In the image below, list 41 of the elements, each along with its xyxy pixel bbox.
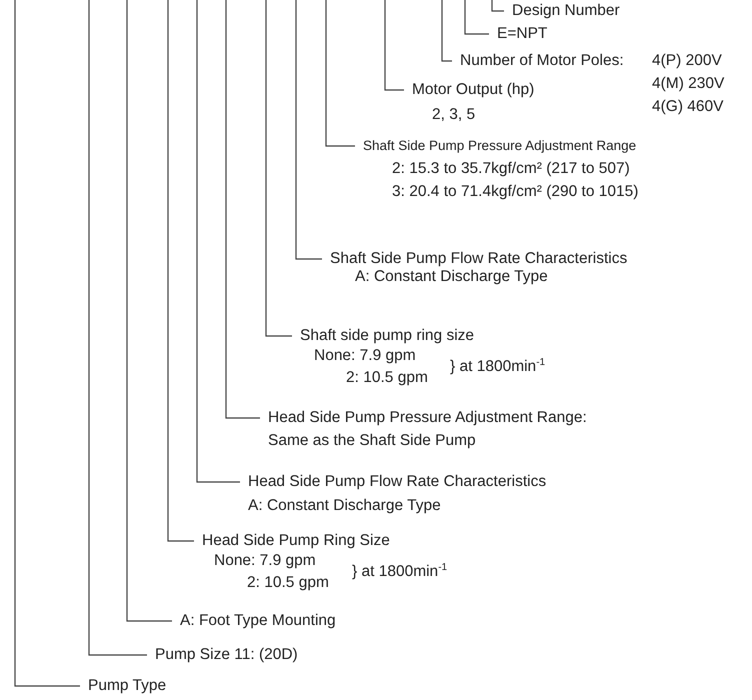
leader-line xyxy=(14,0,80,687)
callout-detail: } at 1800min$^{-1}$ xyxy=(450,357,546,377)
leader-line xyxy=(441,0,452,62)
callout-detail: 3: 20.4 to 71.4kgf/cm² (290 to 1015) xyxy=(392,182,638,202)
callout-heading: Head Side Pump Flow Rate Characteristics xyxy=(248,472,546,492)
leader-line xyxy=(265,0,292,337)
callout-detail: None: 7.9 gpm xyxy=(314,346,416,366)
callout-detail: None: 7.9 gpm xyxy=(214,551,316,571)
callout-detail: } at 1800min$^{-1}$ xyxy=(352,562,448,582)
callout-heading: Pump Type xyxy=(88,676,166,696)
callout-heading: Motor Output (hp) xyxy=(412,80,534,100)
callout-detail: 4(G) 460V xyxy=(652,97,724,117)
leader-line xyxy=(167,0,194,542)
callout-heading: Head Side Pump Pressure Adjustment Range: xyxy=(268,408,587,428)
callout-detail: 2, 3, 5 xyxy=(432,105,476,125)
callout-detail: A: Constant Discharge Type xyxy=(355,267,548,287)
callout-detail: 4(P) 200V xyxy=(652,51,722,71)
leader-line xyxy=(384,0,404,91)
leader-line xyxy=(88,0,147,656)
callout-heading: A: Foot Type Mounting xyxy=(180,611,336,631)
callout-detail: 2: 10.5 gpm xyxy=(247,573,329,593)
callout-heading: Head Side Pump Ring Size xyxy=(202,531,390,551)
leader-line xyxy=(196,0,240,483)
callout-detail: Same as the Shaft Side Pump xyxy=(268,431,476,451)
callout-detail: 2: 15.3 to 35.7kgf/cm² (217 to 507) xyxy=(392,159,630,179)
leader-line xyxy=(491,0,504,12)
callout-heading: E=NPT xyxy=(497,24,548,44)
callout-heading: Shaft Side Pump Pressure Adjustment Range xyxy=(363,137,636,155)
leader-line xyxy=(325,0,355,147)
leader-line xyxy=(225,0,260,419)
callout-heading: Design Number xyxy=(512,1,620,21)
callout-heading: Pump Size 11: (20D) xyxy=(155,645,298,665)
leader-line xyxy=(464,0,489,35)
callout-detail: 2: 10.5 gpm xyxy=(346,368,428,388)
leader-line xyxy=(126,0,172,622)
callout-heading: Number of Motor Poles: xyxy=(460,51,624,71)
callout-detail: 4(M) 230V xyxy=(652,74,724,94)
callout-heading: Shaft side pump ring size xyxy=(300,326,474,346)
leader-line xyxy=(295,0,322,260)
callout-heading: Shaft Side Pump Flow Rate Characteristics xyxy=(330,249,628,269)
callout-detail: A: Constant Discharge Type xyxy=(248,496,441,516)
